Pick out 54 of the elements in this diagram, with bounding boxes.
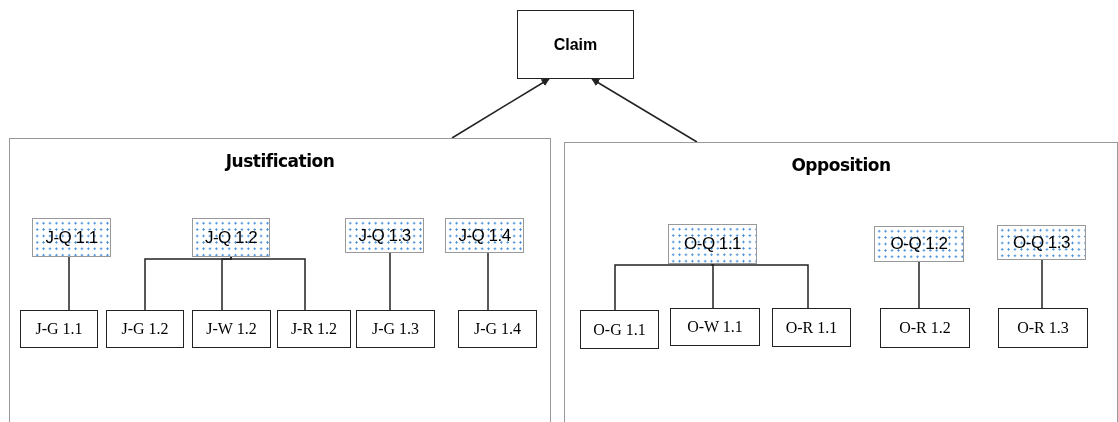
connector-line [221, 256, 232, 311]
connector-line [487, 252, 489, 311]
group-panel [564, 142, 1118, 422]
connector-line [918, 261, 920, 309]
connector-line [1041, 259, 1043, 309]
response-box [998, 308, 1088, 348]
response-box [772, 308, 851, 347]
node-label: J-Q 1.3 [358, 225, 411, 246]
response-box [356, 310, 435, 348]
node-label: J-G 1.1 [35, 320, 83, 338]
panel-heading: Justification [225, 151, 335, 171]
node-label: O-G 1.1 [593, 320, 646, 339]
arrow [451, 78, 550, 139]
response-box [192, 310, 271, 348]
connector-line [711, 263, 714, 309]
question-box [345, 218, 424, 253]
claim-box [517, 10, 634, 79]
node-label: J-G 1.4 [473, 320, 522, 338]
response-box [20, 310, 98, 348]
node-label: O-R 1.1 [785, 318, 838, 337]
connector-line [711, 263, 809, 309]
question-box [997, 225, 1086, 260]
node-label: J-R 1.2 [290, 320, 338, 338]
response-box [670, 308, 760, 346]
panel-heading: Opposition [791, 155, 891, 175]
group-panel [9, 138, 551, 422]
node-label: J-Q 1.4 [458, 225, 511, 246]
node-label: J-G 1.3 [371, 320, 420, 338]
node-label: O-Q 1.1 [684, 234, 741, 254]
question-box [192, 218, 270, 257]
question-box [32, 218, 111, 257]
connector-line [230, 256, 306, 311]
node-label: J-Q 1.1 [45, 227, 98, 248]
node-label: O-W 1.1 [687, 318, 743, 336]
response-box [106, 310, 184, 348]
node-label: O-Q 1.3 [1013, 232, 1070, 253]
node-label: O-R 1.2 [899, 319, 951, 337]
connector-line [389, 252, 391, 311]
question-box [445, 218, 524, 253]
node-label: O-Q 1.2 [890, 234, 948, 254]
node-label: O-R 1.3 [1017, 319, 1069, 337]
response-box [458, 310, 537, 348]
response-box [880, 308, 970, 348]
node-label: Claim [553, 35, 598, 54]
connector-line [614, 263, 714, 311]
question-box [668, 224, 757, 264]
node-label: J-W 1.2 [206, 320, 257, 338]
connector-line [68, 256, 70, 311]
question-box [874, 226, 964, 262]
arrow [591, 78, 698, 143]
node-label: J-G 1.2 [121, 320, 169, 338]
response-box [580, 310, 659, 349]
node-label: J-Q 1.2 [204, 227, 258, 248]
response-box [277, 310, 351, 348]
